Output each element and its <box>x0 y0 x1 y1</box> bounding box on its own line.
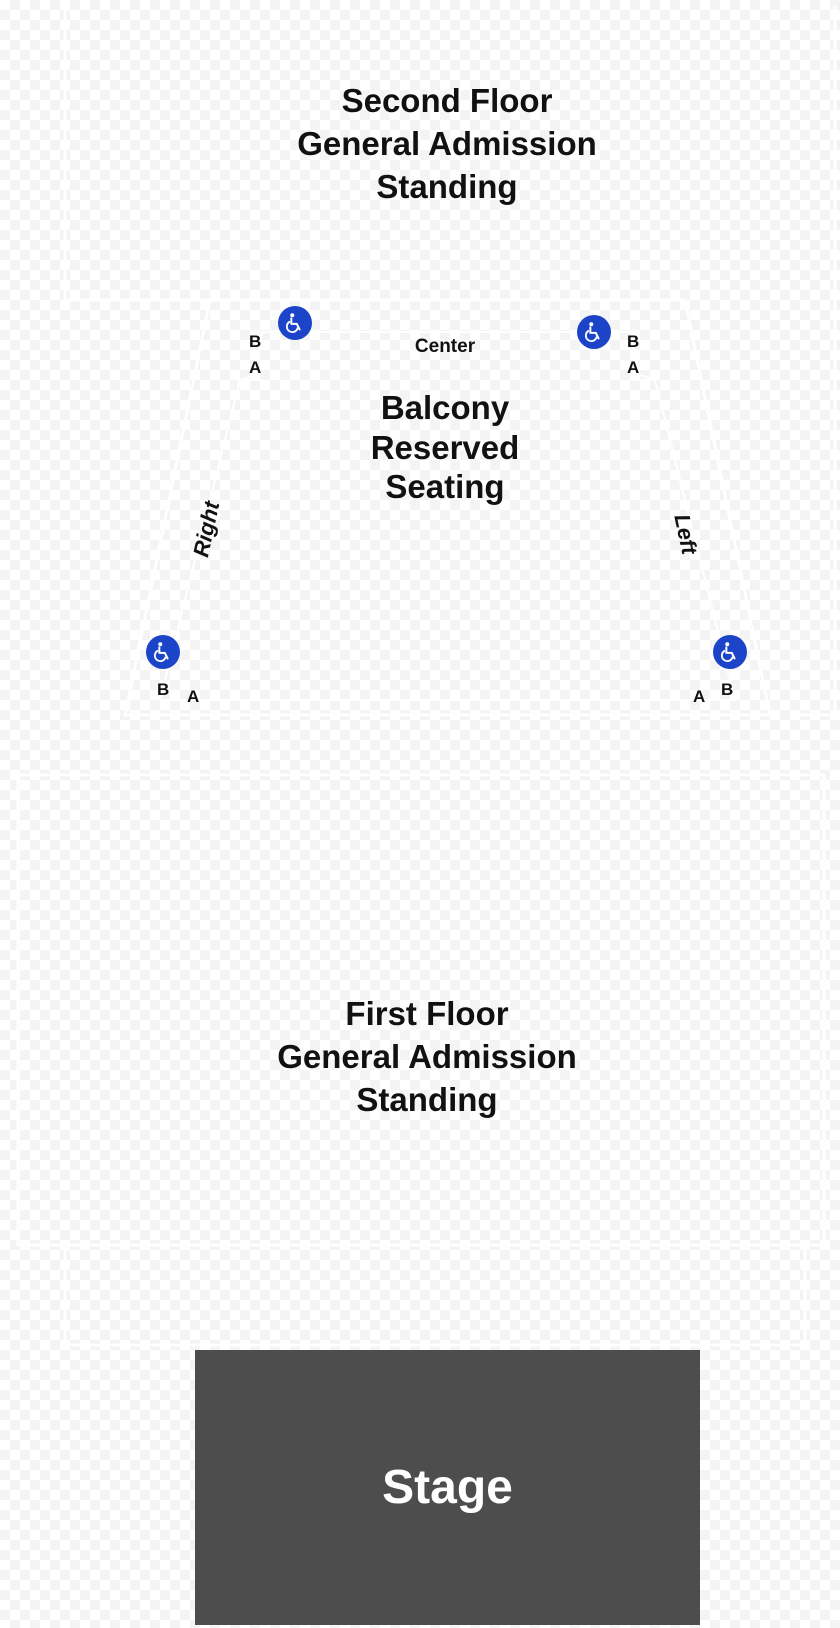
second-floor-line-3: Standing <box>376 167 518 205</box>
balcony-line-3: Seating <box>385 468 505 506</box>
first-floor-line-1: First Floor <box>345 995 509 1032</box>
second-floor-line-1: Second Floor <box>341 82 553 119</box>
balcony-label: Balcony Reserved Seating <box>300 388 590 507</box>
first-floor-label: First Floor General Admission Standing <box>227 993 627 1122</box>
first-floor-line-2: General Admission <box>277 1037 577 1075</box>
second-floor-line-2: General Admission <box>297 124 597 162</box>
second-floor-outline <box>63 6 225 302</box>
stage: Stage <box>195 1350 700 1625</box>
row-b-top-right: B <box>249 332 262 351</box>
row-a-top-left: A <box>627 358 640 377</box>
row-b-bottom-right: B <box>157 680 170 699</box>
balcony-inner-outline <box>158 331 737 701</box>
row-b-top-left: B <box>627 332 640 351</box>
wheelchair-icon <box>713 635 747 669</box>
row-a-bottom-right: A <box>187 687 200 706</box>
stage-label: Stage <box>382 1461 513 1514</box>
balcony-outer-outline <box>123 298 772 717</box>
balcony-line-2: Reserved <box>370 428 520 466</box>
second-floor-outline-right <box>790 6 837 717</box>
first-floor-lower-outline <box>63 1243 807 1347</box>
row-a-bottom-left: A <box>693 687 706 706</box>
wheelchair-icon <box>146 635 180 669</box>
balcony-line-1: Balcony <box>380 389 510 426</box>
wheelchair-icon <box>278 306 312 340</box>
first-floor-line-3: Standing <box>356 1080 498 1118</box>
balcony-center-label: Center <box>414 336 476 357</box>
row-b-bottom-left: B <box>721 680 734 699</box>
row-a-top-right: A <box>249 358 262 377</box>
second-floor-label: Second Floor General Admission Standing <box>247 80 647 209</box>
wheelchair-icon <box>577 315 611 349</box>
